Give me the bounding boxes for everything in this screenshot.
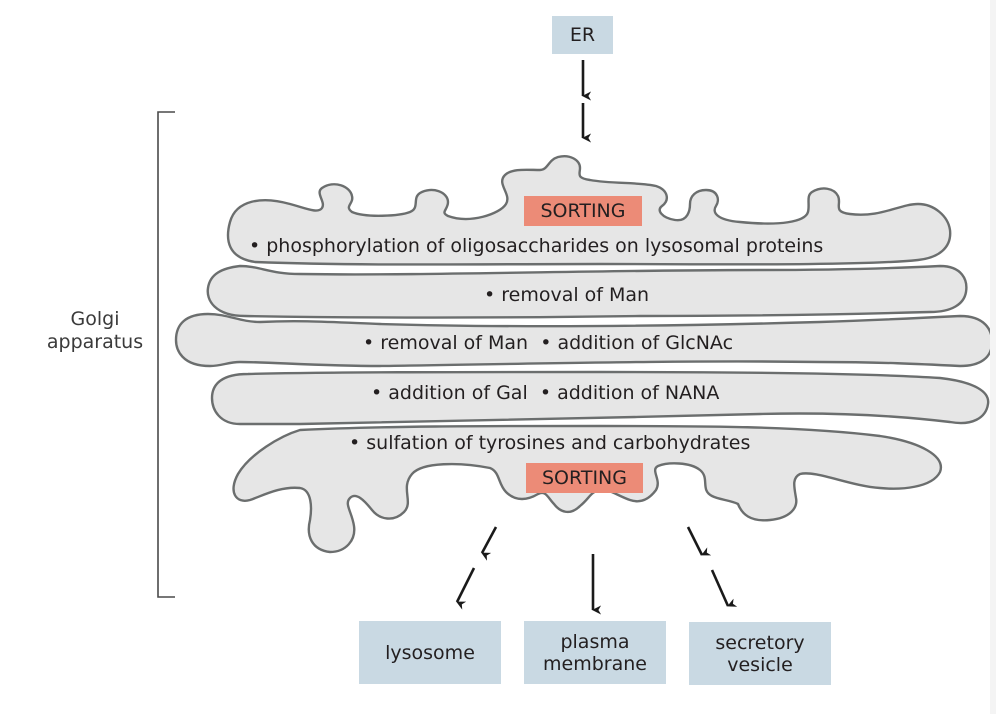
cisterna-medial-2-label: • removal of Man • addition of GlcNAc [363,332,734,354]
secretory-arrow-1 [686,526,712,556]
page-edge [990,0,996,714]
destination-lysosome: lysosome [359,621,501,684]
er-box: ER [552,16,613,54]
golgi-bracket [157,111,175,598]
cisterna-medial-1-label: • removal of Man [484,284,650,306]
sorting-tag-trans: SORTING [526,463,643,493]
lysosome-arrow-2 [455,567,476,610]
cisterna-cis-label: • phosphorylation of oligosaccharides on… [249,235,824,257]
destination-secretory-vesicle: secretory vesicle [689,622,831,685]
cisterna-medial-1 [206,264,968,319]
cisterna-medial-2 [174,312,994,368]
cisterna-trans-1 [210,370,990,426]
golgi-apparatus-label: Golgi apparatus [46,308,144,353]
destination-plasma-membrane: plasma membrane [524,621,666,684]
secretory-arrow-2 [710,569,738,607]
er-label: ER [569,24,596,46]
lysosome-arrow-1 [480,526,498,561]
cisterna-trans-network-label: • sulfation of tyrosines and carbohydrat… [349,432,751,454]
cisterna-trans-1-label: • addition of Gal • addition of NANA [371,382,720,404]
sorting-tag-cis: SORTING [524,196,642,226]
